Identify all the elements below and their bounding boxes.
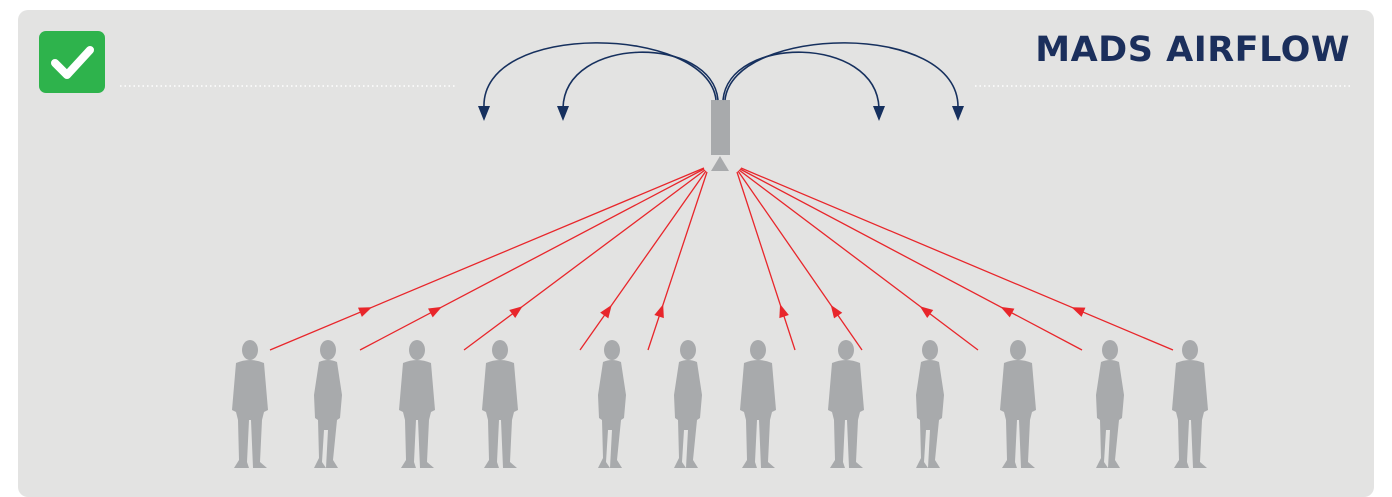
extract-arrowhead — [600, 304, 612, 319]
supply-arrowhead — [952, 106, 964, 121]
supply-arrow — [483, 42, 717, 109]
woman-tablet-icon — [916, 340, 944, 468]
extract-arrow — [736, 171, 796, 351]
woman-standing-icon — [674, 340, 702, 468]
checkmark-icon — [39, 31, 105, 93]
extract-arrow — [740, 167, 1174, 351]
supply-arrow — [562, 51, 719, 109]
supply-arrowhead — [873, 106, 885, 121]
businessman-briefcase-icon — [232, 340, 268, 468]
extract-arrowhead — [1071, 307, 1086, 317]
extract-arrow — [579, 170, 707, 351]
extract-arrow — [737, 170, 863, 351]
supply-airflow — [483, 42, 959, 109]
woman-handbag-icon — [598, 340, 626, 468]
supply-arrowhead — [557, 106, 569, 121]
extract-arrow — [359, 168, 705, 351]
supply-arrowhead — [478, 106, 490, 121]
man-phone-icon — [399, 340, 435, 468]
extract-arrowhead — [509, 306, 523, 318]
woman-arms-crossed-icon — [1096, 340, 1124, 468]
extract-arrowhead — [919, 306, 934, 319]
man-tablet-icon — [482, 340, 518, 468]
extract-arrowhead — [358, 307, 372, 317]
man-standing-icon — [828, 340, 864, 468]
extract-arrowhead — [779, 304, 789, 319]
woman-phone-icon — [314, 340, 342, 468]
extract-arrowhead — [830, 304, 843, 319]
diffuser-unit-icon — [711, 100, 730, 171]
people-silhouettes — [232, 340, 1208, 468]
extract-arrowhead — [654, 304, 664, 319]
extract-arrow — [269, 167, 705, 351]
extract-arrow — [739, 168, 1083, 351]
man-walking-icon — [1000, 340, 1036, 468]
extract-arrow — [647, 171, 708, 351]
extract-arrow — [463, 169, 706, 351]
man-pockets-icon — [740, 340, 776, 468]
extract-arrow — [738, 169, 979, 351]
man-phone-call-icon — [1172, 340, 1208, 468]
extract-airflow — [269, 167, 1174, 351]
extract-arrowhead — [1000, 306, 1015, 318]
supply-arrow — [722, 51, 880, 109]
page-title: MADS AIRFLOW — [1035, 30, 1350, 70]
extract-arrowhead — [428, 306, 442, 318]
supply-arrow — [724, 42, 959, 109]
